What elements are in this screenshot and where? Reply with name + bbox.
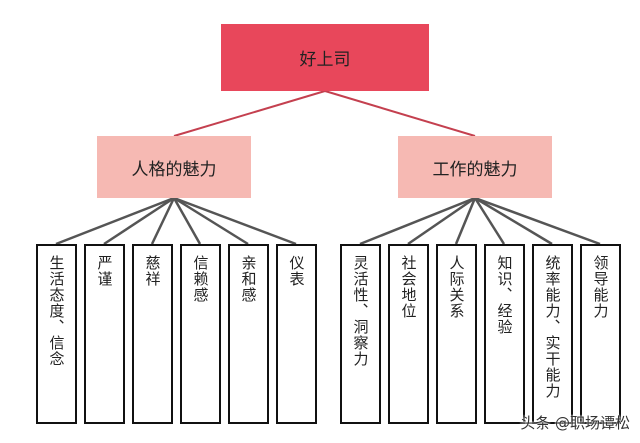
leaf-label: 灵活性、洞察力 bbox=[351, 255, 370, 367]
connector-root-right bbox=[324, 90, 476, 137]
leaf-label: 统率能力、实干能力 bbox=[543, 255, 562, 399]
leaf-node: 严谨 bbox=[84, 244, 125, 424]
leaf-connectors bbox=[55, 196, 601, 246]
branch-node-work: 工作的魅力 bbox=[398, 136, 552, 198]
leaf-node: 领导能力 bbox=[580, 244, 621, 424]
leaf-label: 社会地位 bbox=[399, 255, 418, 319]
branch-label: 人格的魅力 bbox=[131, 159, 217, 180]
leaf-node: 知识、经验 bbox=[484, 244, 525, 424]
leaf-label: 知识、经验 bbox=[495, 255, 514, 335]
leaf-label: 领导能力 bbox=[591, 255, 610, 319]
leaf-node: 亲和感 bbox=[228, 244, 269, 424]
root-node: 好上司 bbox=[221, 24, 429, 91]
leaf-label: 信赖感 bbox=[191, 255, 210, 303]
leaf-label: 生活态度、信念 bbox=[47, 255, 66, 367]
connector-branch-1-leaf-5 bbox=[474, 196, 601, 246]
branch-label: 工作的魅力 bbox=[432, 159, 518, 180]
branch-node-personality: 人格的魅力 bbox=[97, 136, 251, 198]
connector-branch-0-leaf-4 bbox=[173, 196, 249, 246]
connector-branch-1-leaf-2 bbox=[454, 197, 477, 245]
leaf-node: 灵活性、洞察力 bbox=[340, 244, 381, 424]
connector-branch-1-leaf-4 bbox=[474, 196, 553, 246]
leaf-node: 慈祥 bbox=[132, 244, 173, 424]
connector-branch-1-leaf-0 bbox=[359, 196, 476, 246]
leaf-node: 统率能力、实干能力 bbox=[532, 244, 573, 424]
root-label: 好上司 bbox=[299, 50, 351, 70]
leaf-node: 社会地位 bbox=[388, 244, 429, 424]
connector-branch-0-leaf-0 bbox=[55, 196, 175, 246]
leaf-node: 信赖感 bbox=[180, 244, 221, 424]
connector-branch-0-leaf-3 bbox=[172, 197, 202, 245]
connector-branch-0-leaf-5 bbox=[173, 196, 297, 246]
leaf-node: 人际关系 bbox=[436, 244, 477, 424]
leaf-node: 仪表 bbox=[276, 244, 317, 424]
leaf-label: 人际关系 bbox=[447, 255, 466, 319]
connector-branch-0-leaf-2 bbox=[150, 197, 176, 245]
leaf-label: 严谨 bbox=[95, 255, 114, 287]
connector-branch-1-leaf-3 bbox=[473, 197, 506, 245]
leaf-node: 生活态度、信念 bbox=[36, 244, 77, 424]
connector-root-left bbox=[173, 90, 326, 137]
leaf-label: 慈祥 bbox=[143, 255, 162, 287]
leaf-label: 仪表 bbox=[287, 255, 306, 287]
watermark: 头条 @职场谭松 bbox=[520, 414, 630, 432]
leaf-label: 亲和感 bbox=[239, 255, 258, 303]
connector-branch-1-leaf-1 bbox=[407, 196, 476, 246]
connector-branch-0-leaf-1 bbox=[103, 196, 175, 246]
